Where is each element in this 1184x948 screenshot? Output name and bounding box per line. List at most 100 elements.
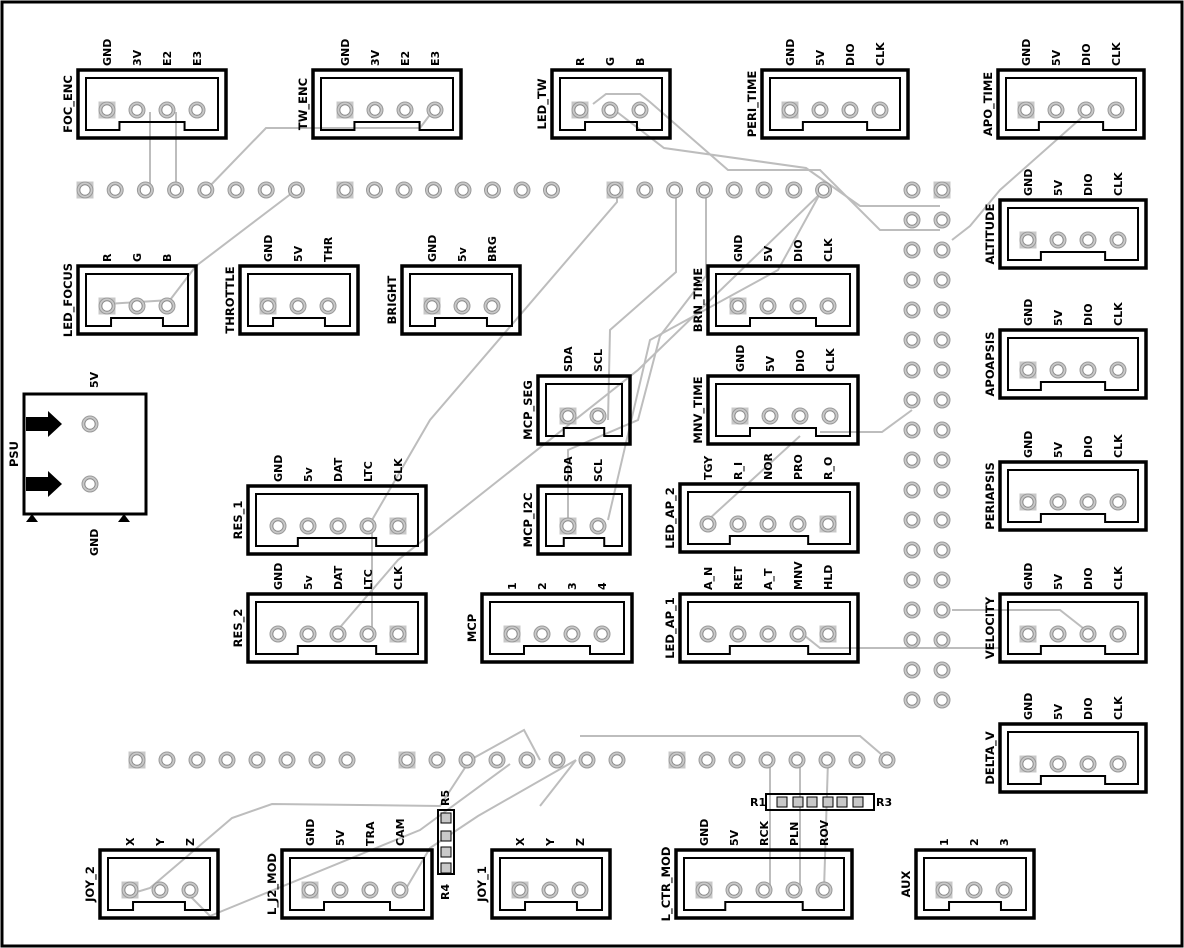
header-pad: [695, 181, 713, 199]
pin-label: GND: [698, 819, 711, 846]
connector-pin: [815, 881, 833, 899]
connector-pin: [1049, 231, 1067, 249]
pin-label: CLK: [1110, 42, 1123, 66]
pin-label: DAT: [332, 565, 345, 590]
connector-pin: [98, 297, 116, 315]
pin-label: GND: [304, 819, 317, 846]
header-pad: [428, 751, 446, 769]
header-pad: [933, 421, 951, 439]
header-pad: [728, 751, 746, 769]
pin-label: SDA: [562, 456, 575, 482]
connector-pin: [563, 625, 581, 643]
header-pad: [933, 271, 951, 289]
pin-label: R_O: [822, 457, 835, 480]
connector-pin: [791, 407, 809, 425]
connector-name: BRIGHT: [385, 275, 399, 324]
header-pad: [158, 751, 176, 769]
pin-label: 5V: [334, 829, 347, 846]
connector-pin: [729, 515, 747, 533]
pin-label: 2: [536, 582, 549, 590]
pin-label: 1: [506, 582, 519, 590]
connector-pin: [759, 515, 777, 533]
header-pad: [903, 511, 921, 529]
connector-pin: [965, 881, 983, 899]
connector-pin: [1109, 361, 1127, 379]
header-pad: [338, 751, 356, 769]
connector-pin: [699, 625, 717, 643]
pin-label: B: [161, 254, 174, 262]
connector-name: JOY_2: [83, 866, 98, 903]
header-pad: [788, 751, 806, 769]
pin-label: A_N: [702, 567, 715, 590]
pin-label: X: [124, 837, 137, 846]
pin-label: 1: [938, 838, 951, 846]
connector-pin: [789, 625, 807, 643]
header-pad: [815, 181, 833, 199]
connector-pin: [511, 881, 529, 899]
connector-pin: [453, 297, 471, 315]
pin-label: R_I: [732, 462, 745, 480]
connector-pin: [789, 515, 807, 533]
pin-label: Z: [184, 838, 197, 846]
pin-label: SCL: [592, 349, 605, 372]
header-pad: [425, 181, 442, 199]
pin-label: R: [574, 57, 587, 66]
pin-label: Y: [544, 837, 557, 847]
connector-pin: [1019, 231, 1037, 249]
pin-label: MNV: [792, 561, 805, 590]
pin-label: THR: [322, 236, 335, 262]
connector-pin: [1049, 361, 1067, 379]
header-pad: [903, 181, 921, 199]
pin-label: CLK: [1112, 302, 1125, 326]
trace: [820, 409, 913, 433]
connector-name: VELOCITY: [983, 596, 997, 659]
pin-label: E3: [429, 51, 442, 66]
connector-pin: [819, 625, 837, 643]
header-pad: [666, 181, 684, 199]
pin-label: BRG: [486, 236, 499, 262]
header-pad: [903, 691, 921, 709]
psu-pin-label: GND: [88, 529, 101, 556]
header-pad: [366, 181, 383, 199]
pin-label: CLK: [1112, 434, 1125, 458]
pin-label: 4: [596, 582, 609, 590]
header-pad: [725, 181, 743, 199]
pin-label: DIO: [1082, 173, 1095, 196]
trace: [952, 609, 1089, 633]
header-pad: [484, 181, 501, 199]
header-pad: [257, 181, 275, 199]
pin-label: GND: [1022, 693, 1035, 720]
header-pad: [513, 181, 531, 199]
pin-label: 5v: [456, 246, 469, 262]
connector-pin: [269, 517, 287, 535]
header-pad: [698, 751, 716, 769]
header-pad: [903, 391, 921, 409]
connector-pin: [128, 101, 146, 119]
pin-label: 5V: [762, 245, 775, 262]
header-pad: [227, 181, 245, 199]
connector-pin: [1079, 755, 1097, 773]
connector-pin: [785, 881, 803, 899]
connector-name: L_CTR_MOD: [659, 847, 674, 922]
connector-pin: [559, 517, 577, 535]
connector-pin: [1049, 493, 1067, 511]
connector-name: PERIAPSIS: [983, 462, 997, 530]
connector-pin: [359, 517, 377, 535]
pin-label: 5V: [764, 355, 777, 372]
pin-label: 5V: [1052, 179, 1065, 196]
trace: [205, 111, 433, 191]
connector-name: MNV_TIME: [691, 376, 706, 443]
connector-name: JOY_1: [475, 866, 490, 903]
connector-pin: [1049, 755, 1067, 773]
connector-pin: [366, 101, 384, 119]
connector-pin: [128, 297, 146, 315]
connector-pin: [541, 881, 559, 899]
pin-label: TRA: [364, 821, 377, 846]
connector-name: AUX: [899, 870, 913, 897]
header-pad: [755, 181, 773, 199]
